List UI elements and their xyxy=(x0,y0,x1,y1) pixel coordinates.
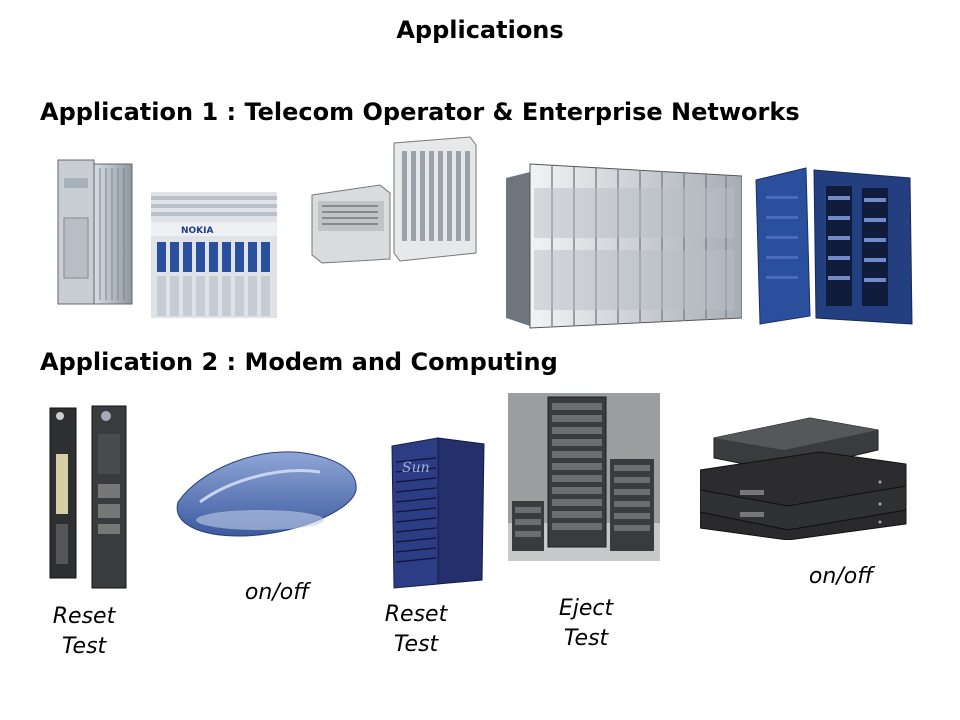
caption-reset-test-1: Reset Test xyxy=(52,604,116,659)
server-cabinet-row-icon xyxy=(506,158,742,330)
telecom-cabinet-icon xyxy=(56,158,134,306)
hp-blade-server-icon xyxy=(46,404,130,592)
application-2-heading: Application 2 : Modem and Computing xyxy=(40,348,558,376)
stacked-routers-icon xyxy=(700,416,910,540)
caption-reset-test-2: Reset Test xyxy=(384,602,448,657)
caption-eject-test: Eject Test xyxy=(558,596,614,651)
blue-server-racks-icon xyxy=(742,156,920,332)
sun-tower-server-icon: Sun xyxy=(388,432,488,590)
page-title: Applications xyxy=(396,16,564,44)
caption-on-off-1: on/off xyxy=(244,580,310,605)
dsl-modem-icon xyxy=(170,440,360,540)
caption-on-off-2: on/off xyxy=(808,564,874,589)
network-chassis-icon xyxy=(310,135,478,265)
nokia-rack-icon: NOKIA xyxy=(151,192,277,318)
nokia-label: NOKIA xyxy=(181,226,214,236)
storage-tower-icon xyxy=(508,393,660,561)
application-1-heading: Application 1 : Telecom Operator & Enter… xyxy=(40,98,800,126)
sun-logo-label: Sun xyxy=(402,460,430,476)
